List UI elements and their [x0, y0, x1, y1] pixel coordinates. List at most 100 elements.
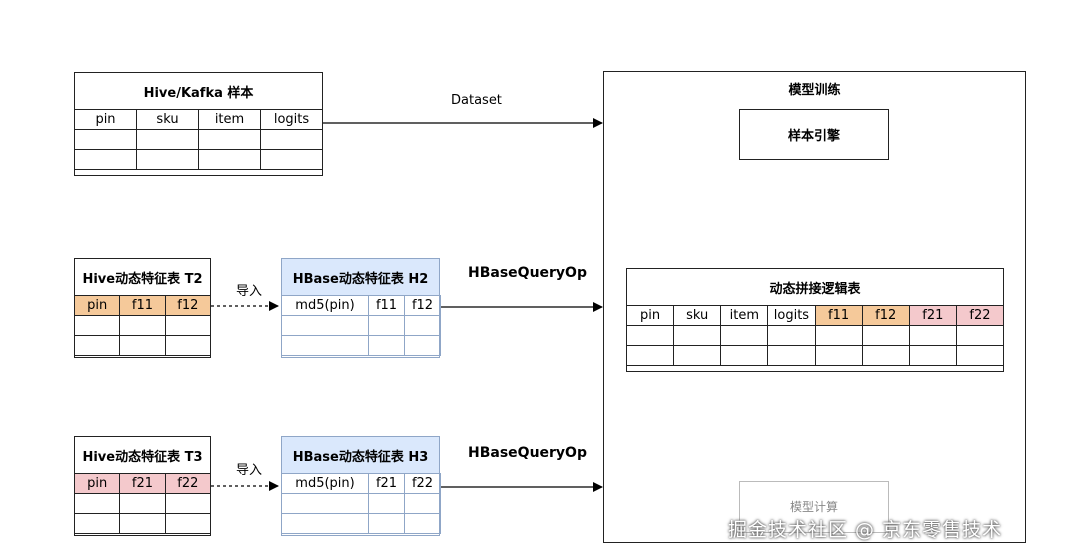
table-cell: [720, 345, 769, 366]
sample-engine-box: 样本引擎: [739, 109, 889, 160]
sample-header-sku: sku: [136, 109, 199, 130]
table-cell: [814, 345, 863, 366]
table-cell: [404, 315, 441, 336]
hive-t3-title: Hive动态特征表 T3: [82, 449, 203, 465]
table-cell: [281, 513, 369, 534]
join-table-title: 动态拼接逻辑表: [769, 281, 861, 297]
hbase-h2-header-md5: md5(pin): [281, 295, 369, 316]
table-cell: [136, 129, 199, 150]
sample-table: Hive/Kafka 样本 pin sku item logits: [74, 72, 323, 176]
hive-t2-header-f11: f11: [119, 295, 166, 316]
table-cell: [955, 325, 1005, 346]
table-cell: [673, 325, 722, 346]
hbase-h2-table: HBase动态特征表 H2 md5(pin) f11 f12: [281, 258, 441, 358]
sample-header-logits: logits: [260, 109, 323, 130]
hive-t3-header-f22: f22: [164, 473, 212, 494]
table-cell: [861, 345, 910, 366]
join-header-logits: logits: [767, 305, 816, 326]
join-header-sku: sku: [673, 305, 722, 326]
hive-t2-header-f12: f12: [164, 295, 212, 316]
table-cell: [767, 345, 816, 366]
table-cell: [625, 325, 675, 346]
table-cell: [198, 129, 261, 150]
hive-t3-header-pin: pin: [73, 473, 121, 494]
table-cell: [814, 325, 863, 346]
hive-t2-title: Hive动态特征表 T2: [82, 271, 203, 287]
hive-t3-header-f21: f21: [119, 473, 166, 494]
table-cell: [74, 129, 137, 150]
table-cell: [73, 513, 121, 534]
table-cell: [119, 315, 166, 336]
join-header-f21: f21: [908, 305, 957, 326]
join-header-f22: f22: [955, 305, 1005, 326]
hive-t3-grid: pin f21 f22: [73, 473, 212, 534]
sample-table-grid: pin sku item logits: [74, 109, 323, 170]
table-cell: [119, 335, 166, 356]
table-cell: [281, 335, 369, 356]
import-label-2: 导入: [236, 463, 263, 478]
hive-t2-table: Hive动态特征表 T2 pin f11 f12: [73, 258, 212, 358]
query-op-label-2: HBaseQueryOp: [468, 445, 587, 461]
table-cell: [404, 493, 441, 514]
join-header-f11: f11: [814, 305, 863, 326]
table-cell: [164, 335, 212, 356]
hbase-h2-header-f11: f11: [368, 295, 405, 316]
table-cell: [404, 335, 441, 356]
table-cell: [136, 149, 199, 170]
table-cell: [861, 325, 910, 346]
hive-t2-header-pin: pin: [73, 295, 121, 316]
hbase-h3-header-f21: f21: [368, 473, 405, 494]
table-cell: [368, 513, 405, 534]
table-cell: [73, 335, 121, 356]
hbase-h2-grid: md5(pin) f11 f12: [281, 295, 441, 356]
table-cell: [74, 149, 137, 170]
table-cell: [368, 493, 405, 514]
hbase-h3-header-f22: f22: [404, 473, 441, 494]
table-cell: [908, 345, 957, 366]
table-cell: [164, 493, 212, 514]
hbase-h3-table: HBase动态特征表 H3 md5(pin) f21 f22: [281, 436, 441, 536]
sample-engine-label: 样本引擎: [787, 129, 840, 144]
table-cell: [767, 325, 816, 346]
table-cell: [119, 493, 166, 514]
join-table-grid: pin sku item logits f11 f12 f21 f22: [625, 305, 1005, 366]
hive-t3-table: Hive动态特征表 T3 pin f21 f22: [73, 436, 212, 536]
hbase-h3-title: HBase动态特征表 H3: [282, 437, 439, 473]
table-cell: [281, 493, 369, 514]
table-cell: [260, 149, 323, 170]
join-header-item: item: [720, 305, 769, 326]
model-compute-box: 模型计算: [739, 481, 889, 533]
import-label-1: 导入: [236, 284, 263, 299]
model-compute-label: 模型计算: [789, 500, 838, 514]
table-cell: [73, 493, 121, 514]
table-cell: [198, 149, 261, 170]
model-training-title: 模型训练: [788, 82, 841, 98]
table-cell: [368, 335, 405, 356]
table-cell: [260, 129, 323, 150]
watermark: 掘金技术社区 @ 京东零售技术: [728, 519, 1003, 541]
hive-t2-grid: pin f11 f12: [73, 295, 212, 356]
table-cell: [404, 513, 441, 534]
sample-table-title: Hive/Kafka 样本: [143, 85, 254, 101]
query-op-label-1: HBaseQueryOp: [468, 265, 587, 281]
join-header-f12: f12: [861, 305, 910, 326]
table-cell: [73, 315, 121, 336]
table-cell: [164, 513, 212, 534]
table-cell: [119, 513, 166, 534]
hbase-h3-header-md5: md5(pin): [281, 473, 369, 494]
join-header-pin: pin: [625, 305, 675, 326]
table-cell: [720, 325, 769, 346]
table-cell: [164, 315, 212, 336]
sample-header-pin: pin: [74, 109, 137, 130]
table-cell: [955, 345, 1005, 366]
table-cell: [908, 325, 957, 346]
table-cell: [368, 315, 405, 336]
sample-header-item: item: [198, 109, 261, 130]
hbase-h2-title: HBase动态特征表 H2: [282, 259, 439, 295]
table-cell: [673, 345, 722, 366]
dataset-label: Dataset: [451, 93, 502, 108]
join-table: 动态拼接逻辑表 pin sku item logits f11 f12 f21 …: [625, 268, 1005, 372]
table-cell: [281, 315, 369, 336]
hbase-h3-grid: md5(pin) f21 f22: [281, 473, 441, 534]
table-cell: [625, 345, 675, 366]
